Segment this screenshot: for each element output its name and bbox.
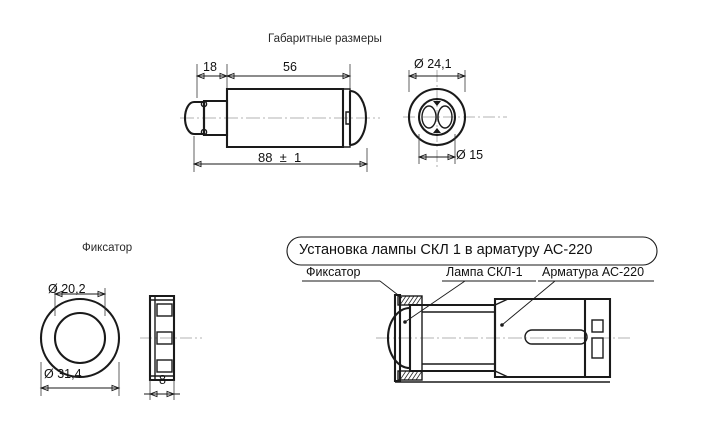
lamp-end-view [403, 70, 507, 170]
dim-total-length: 88 ± 1 [258, 150, 302, 165]
callout-lamp-label: Лампа СКЛ-1 [446, 265, 523, 279]
assembly-banner-border [286, 236, 658, 266]
callout-retainer-label: Фиксатор [306, 265, 361, 279]
dim-retainer-outer-diameter: Ø 31,4 [44, 367, 82, 381]
retainer-views [39, 288, 202, 400]
dim-inner-diameter: Ø 15 [456, 148, 484, 162]
assembly-view [302, 280, 654, 383]
callout-fixture-label: Арматура АС-220 [542, 265, 645, 279]
dim-outer-diameter: Ø 24,1 [414, 57, 452, 71]
dim-retainer-inner-diameter: Ø 20,2 [48, 282, 86, 296]
dim-base-length: 18 [203, 60, 217, 74]
dim-body-length: 56 [283, 60, 297, 74]
dim-retainer-thickness: 8 [159, 373, 166, 387]
assembly-banner-title: Установка лампы СКЛ 1 в арматуру АС-220 [299, 242, 593, 258]
lamp-front-view [180, 64, 380, 172]
overall-dimensions-title: Габаритные размеры [268, 33, 382, 45]
retainer-title: Фиксатор [82, 242, 133, 254]
